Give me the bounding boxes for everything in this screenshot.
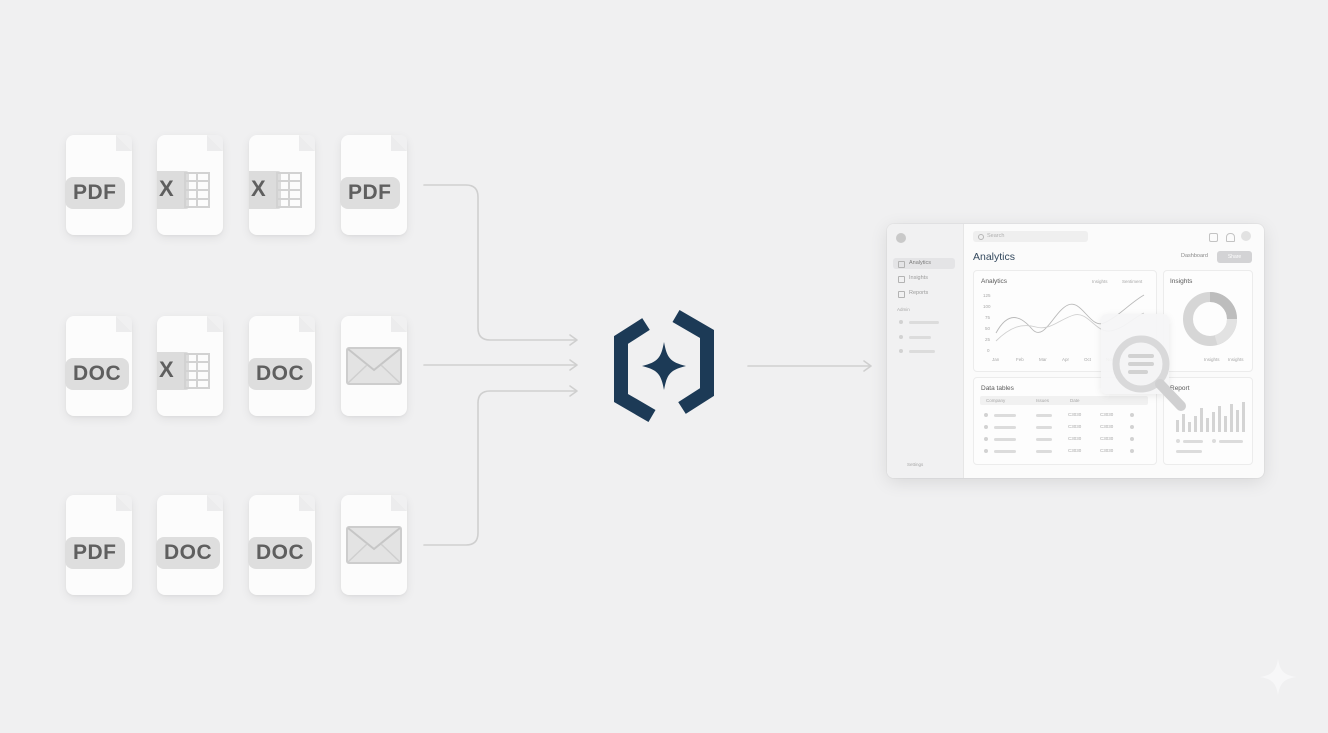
excel-file-icon: X bbox=[157, 135, 223, 235]
sparkle-watermark-icon bbox=[1260, 659, 1296, 695]
email-file-icon bbox=[341, 316, 407, 416]
x-tick-label: Apr bbox=[1062, 357, 1070, 362]
table-row[interactable]: C3030 C3030 bbox=[980, 423, 1148, 433]
doc-file-icon: DOC bbox=[156, 495, 223, 595]
page-title: Analytics bbox=[973, 251, 1016, 263]
pdf-file-icon: PDF bbox=[65, 135, 132, 235]
y-tick-label: 75 bbox=[985, 315, 991, 320]
sidebar-item-reports[interactable]: Reports bbox=[893, 288, 955, 299]
table-cell: C3030 bbox=[1068, 448, 1082, 453]
doc-file-icon: DOC bbox=[248, 316, 315, 416]
file-type-label: PDF bbox=[65, 537, 125, 569]
card-title: Analytics bbox=[981, 278, 1008, 285]
file-type-label: X bbox=[159, 176, 174, 201]
magnifying-glass-icon bbox=[1112, 335, 1186, 411]
table-row[interactable]: C3030 C3030 bbox=[980, 411, 1148, 421]
sparkle-star-icon bbox=[642, 342, 686, 390]
avatar[interactable] bbox=[1241, 231, 1251, 241]
table-cell: C3030 bbox=[1100, 424, 1114, 429]
sidebar-section-label: Admin bbox=[897, 307, 910, 312]
search-icon bbox=[978, 234, 984, 240]
y-tick-label: 0 bbox=[987, 348, 990, 353]
table-row[interactable]: C3030 C3030 bbox=[980, 435, 1148, 445]
y-tick-label: 25 bbox=[985, 337, 991, 342]
doc-file-icon: DOC bbox=[248, 495, 315, 595]
share-button[interactable]: Share bbox=[1217, 251, 1252, 263]
bar-chart bbox=[1176, 402, 1245, 453]
table-cell: C3030 bbox=[1100, 448, 1114, 453]
file-type-label: X bbox=[159, 357, 174, 382]
table-header-row: Company Issues Date bbox=[980, 396, 1148, 405]
dashboard-link[interactable]: Dashboard bbox=[1181, 253, 1208, 259]
table-cell: C3030 bbox=[1068, 424, 1082, 429]
table-cell: C3030 bbox=[1068, 436, 1082, 441]
connector-top bbox=[423, 184, 577, 341]
card-title: Insights bbox=[1170, 278, 1193, 285]
sidebar-settings[interactable]: Settings bbox=[907, 462, 924, 467]
table-row[interactable]: C3030 C3030 bbox=[980, 447, 1148, 457]
legend-item: Insights bbox=[1228, 357, 1244, 362]
user-icon bbox=[899, 320, 903, 324]
pdf-file-icon: PDF bbox=[340, 135, 407, 235]
x-tick-label: Feb bbox=[1016, 357, 1024, 362]
spreadsheet-grid-icon bbox=[157, 171, 210, 209]
sidebar-placeholder-line bbox=[909, 336, 931, 339]
y-tick-label: 50 bbox=[985, 326, 991, 331]
card-title: Report bbox=[1170, 385, 1190, 392]
connector-bottom bbox=[423, 390, 577, 546]
dashboard-sidebar: Analytics Insights Reports Admin Setting… bbox=[887, 224, 964, 478]
insights-card: Insights Insights Insights bbox=[1163, 270, 1253, 372]
excel-file-icon: X bbox=[249, 135, 315, 235]
file-type-label: DOC bbox=[65, 358, 130, 390]
file-type-label: PDF bbox=[340, 177, 400, 209]
file-type-label: X bbox=[251, 176, 266, 201]
hexagon-star-icon bbox=[614, 309, 714, 423]
file-type-label: DOC bbox=[156, 537, 221, 569]
sidebar-placeholder-line bbox=[909, 350, 935, 353]
analytics-dashboard-window: Analytics Insights Reports Admin Setting… bbox=[887, 224, 1264, 478]
search-input[interactable]: Search bbox=[973, 231, 1088, 242]
grid-icon[interactable] bbox=[1209, 233, 1218, 242]
sidebar-item-analytics[interactable]: Analytics bbox=[893, 258, 955, 269]
table-cell: C3030 bbox=[1100, 436, 1114, 441]
email-file-icon bbox=[341, 495, 407, 595]
x-tick-label: Mar bbox=[1039, 357, 1047, 362]
table-cell: C3030 bbox=[1100, 412, 1114, 417]
table-cell: C3030 bbox=[1068, 412, 1082, 417]
sidebar-item-insights[interactable]: Insights bbox=[893, 273, 955, 284]
spreadsheet-grid-icon bbox=[157, 352, 210, 390]
sidebar-placeholder-line bbox=[909, 321, 939, 324]
card-title: Data tables bbox=[981, 385, 1014, 392]
report-icon bbox=[898, 291, 905, 298]
legend-item: Insights bbox=[1204, 357, 1220, 362]
dashboard-logo-icon bbox=[896, 233, 906, 243]
file-type-label: DOC bbox=[248, 358, 313, 390]
doc-file-icon: DOC bbox=[65, 316, 132, 416]
legend-item: Sentiment bbox=[1122, 279, 1143, 284]
pdf-file-icon: PDF bbox=[65, 495, 132, 595]
insights-icon bbox=[898, 276, 905, 283]
legend-item: Insights bbox=[1092, 279, 1108, 284]
x-tick-label: Jan bbox=[992, 357, 1000, 362]
file-type-label: DOC bbox=[248, 537, 313, 569]
y-tick-label: 125 bbox=[983, 293, 991, 298]
column-header: Issues bbox=[1036, 398, 1050, 403]
donut-chart bbox=[1183, 292, 1237, 346]
x-tick-label: Oct bbox=[1084, 357, 1092, 362]
report-card: Report bbox=[1163, 377, 1253, 465]
user-icon bbox=[899, 349, 903, 353]
envelope-icon bbox=[346, 526, 402, 564]
chart-icon bbox=[898, 261, 905, 268]
bell-icon[interactable] bbox=[1226, 233, 1235, 242]
column-header: Date bbox=[1070, 398, 1080, 403]
y-tick-label: 100 bbox=[983, 304, 991, 309]
spreadsheet-grid-icon bbox=[249, 171, 302, 209]
user-icon bbox=[899, 335, 903, 339]
column-header: Company bbox=[986, 398, 1006, 403]
envelope-icon bbox=[346, 347, 402, 385]
excel-file-icon: X bbox=[157, 316, 223, 416]
file-type-label: PDF bbox=[65, 177, 125, 209]
